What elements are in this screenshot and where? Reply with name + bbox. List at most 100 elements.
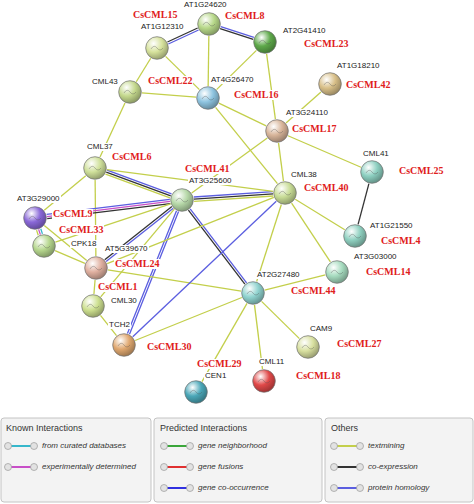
protein-sphere [360,160,384,184]
protein-sphere-outline [198,13,221,36]
legend-heading: Others [331,424,358,433]
legend-entry: textmining [368,442,404,450]
arabidopsis-gene-label: CAM9 [309,325,333,333]
arabidopsis-gene-label: AT1G18210 [336,62,381,70]
arabidopsis-gene-label: AT2G27480 [256,271,301,279]
protein-node: AT1G24620CsCML8 [197,12,221,36]
interaction-edge [358,184,369,225]
cucumber-gene-label: CsCML42 [345,80,391,90]
legend-line-sample [5,443,38,450]
legend-line-sample [331,443,364,450]
protein-sphere [112,333,136,357]
protein-structure [202,96,214,100]
cucumber-gene-label: CsCML18 [295,371,341,381]
arabidopsis-gene-label: AT1G21550 [369,222,414,230]
interaction-edge [194,192,273,202]
protein-sphere [318,72,342,96]
cucumber-gene-label: CsCML30 [146,342,192,352]
protein-structure [118,343,130,347]
legend-line-sample [161,443,194,450]
protein-sphere [325,260,349,284]
protein-node: CML11CsCML18 [252,369,276,393]
protein-node: CAM9CsCML27 [296,335,320,359]
evidence-line [133,201,277,337]
protein-structure [151,46,163,50]
interaction-edge [47,199,171,218]
evidence-line [106,208,173,261]
protein-structure [247,291,259,295]
cucumber-gene-label: CsCML25 [398,166,444,176]
evidence-line [292,203,331,262]
legend-panel [154,418,322,502]
arabidopsis-gene-label: TCH2 [108,321,131,329]
interaction-edge [37,229,43,235]
evidence-line [142,93,196,97]
cucumber-gene-label: CsCML16 [233,90,279,100]
interaction-edge [94,280,95,294]
protein-node: CsCML33CPK18 [32,234,56,258]
evidence-line [202,303,247,381]
evidence-line [279,143,284,181]
protein-structure [259,40,271,44]
protein-sphere-outline [326,261,349,284]
protein-sphere-outline [82,295,105,318]
arabidopsis-gene-label: CEN1 [204,372,227,380]
protein-node: CML37CsCML6 [83,156,107,180]
protein-structure [302,345,314,349]
cucumber-gene-label: CsCML23 [303,39,349,49]
evidence-line [39,229,41,234]
interaction-edge [288,136,361,167]
protein-sphere [343,224,367,248]
protein-sphere-outline [253,370,276,393]
interaction-edge [127,211,178,335]
protein-structure [324,82,336,86]
evidence-line [106,172,170,196]
protein-sphere-outline [266,120,289,143]
protein-sphere-outline [84,157,107,180]
cucumber-gene-label: CsCML24 [114,259,160,269]
evidence-line [267,54,276,119]
legend-entry: protein homology [368,484,429,492]
protein-sphere [252,369,276,393]
protein-sphere-outline [297,336,320,359]
evidence-line [194,196,273,201]
protein-sphere [241,281,265,305]
protein-node: CML41CsCML25 [360,160,384,184]
arabidopsis-gene-label: AT3G03000 [353,253,398,261]
protein-structure [279,191,291,195]
evidence-line [220,29,253,40]
protein-node: CsCML1CML30 [81,294,105,318]
protein-structure [124,90,136,94]
protein-sphere-outline [171,189,194,212]
evidence-line [44,176,86,211]
protein-node: CsCML29CEN1 [184,380,208,404]
evidence-line [358,184,369,225]
legend-entry: gene fusions [198,463,243,471]
evidence-line [262,301,300,338]
interaction-edge [267,54,276,119]
arabidopsis-gene-label: CML38 [290,171,318,179]
interaction-edge [295,199,345,229]
legend-line-sample [331,464,364,471]
arabidopsis-gene-label: AT5G39670 [104,245,149,253]
cucumber-gene-label: CsCML8 [224,11,265,21]
protein-sphere-outline [344,225,367,248]
protein-structure [87,304,99,308]
legend-line-sample [5,464,38,471]
protein-structure [366,170,378,174]
protein-structure [29,216,41,220]
arabidopsis-gene-label: AT1G24620 [183,1,228,9]
evidence-line [286,92,321,123]
interaction-edge [279,143,284,181]
arabidopsis-gene-label: AT3G24110 [285,109,329,117]
evidence-line [55,251,85,264]
protein-sphere-outline [197,87,220,110]
arabidopsis-gene-label: CML41 [362,150,390,158]
protein-structure [38,244,50,248]
evidence-line [219,103,266,126]
arabidopsis-gene-label: AT2G41410 [282,27,327,35]
legend-entry: gene neighborhood [198,442,267,450]
interaction-edge [220,27,254,40]
interaction-edge [133,201,277,337]
cucumber-gene-label: CsCML33 [58,225,104,235]
